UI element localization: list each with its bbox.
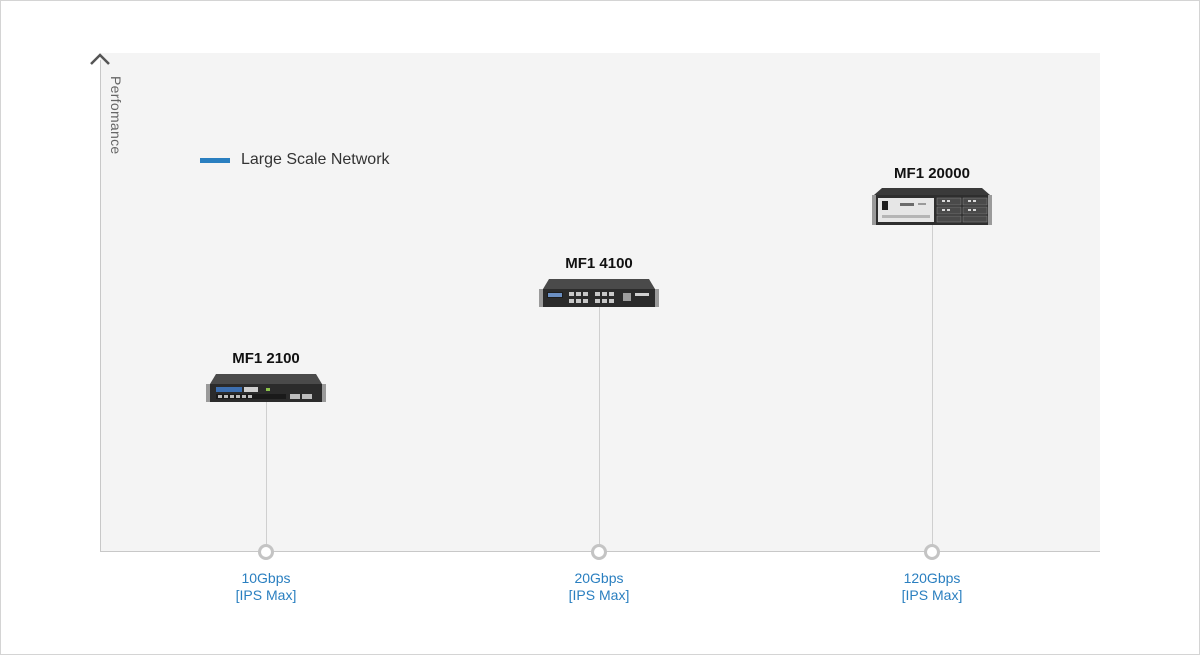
stem-line — [266, 402, 267, 552]
rack-appliance-1u-icon — [539, 277, 659, 316]
y-axis-arrow-icon — [90, 53, 110, 65]
product-label: MF1 4100 — [565, 255, 633, 272]
product-label: MF1 2100 — [232, 350, 300, 367]
x-tick-label: 20Gbps[IPS Max] — [519, 570, 679, 604]
x-tick-label: 10Gbps[IPS Max] — [186, 570, 346, 604]
x-tick-label: 120Gbps[IPS Max] — [852, 570, 1012, 604]
tick-throughput: 20Gbps — [574, 570, 624, 586]
tick-note: [IPS Max] — [568, 587, 630, 603]
rack-chassis-2u-icon — [872, 187, 992, 232]
legend: Large Scale Network — [200, 150, 390, 170]
legend-label: Large Scale Network — [241, 151, 390, 168]
data-point-marker — [258, 544, 274, 560]
stem-line — [599, 307, 600, 552]
stem-line — [932, 217, 933, 552]
tick-throughput: 10Gbps — [241, 570, 291, 586]
data-point-marker — [924, 544, 940, 560]
rack-appliance-1u-icon — [206, 372, 326, 411]
tick-note: [IPS Max] — [235, 587, 297, 603]
tick-note: [IPS Max] — [901, 587, 963, 603]
y-axis — [100, 60, 101, 552]
y-axis-label: Perfomance — [108, 76, 124, 155]
data-point-marker — [591, 544, 607, 560]
tick-throughput: 120Gbps — [903, 570, 961, 586]
product-label: MF1 20000 — [894, 165, 970, 182]
legend-swatch — [200, 157, 230, 163]
